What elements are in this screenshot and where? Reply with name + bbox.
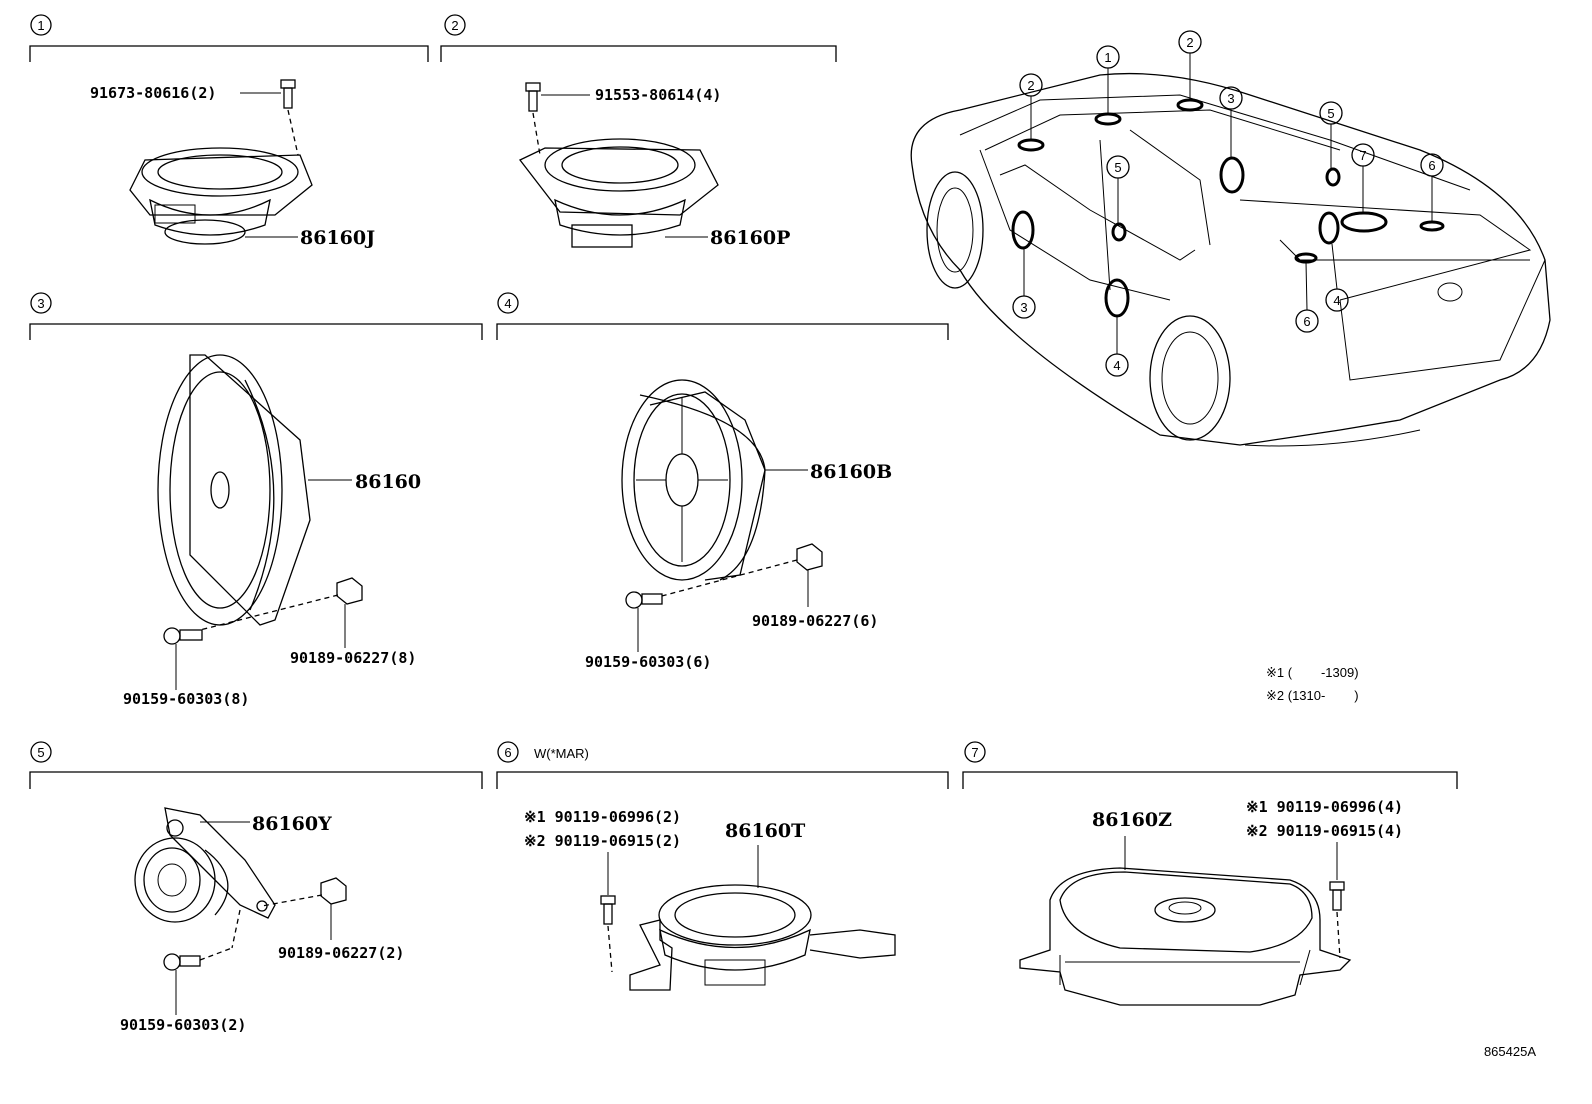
car-callout: 6 — [1420, 153, 1444, 222]
section-4-number: 4 — [504, 296, 511, 311]
section-7-number: 7 — [971, 745, 978, 760]
car-callout: 4 — [1105, 316, 1129, 377]
car-callout: 3 — [1219, 86, 1243, 158]
speaker-86160T-icon — [629, 884, 896, 991]
bolt-icon — [600, 895, 616, 925]
screw-icon — [163, 953, 201, 971]
svg-text:2: 2 — [1027, 78, 1034, 93]
car-callout: 7 — [1351, 143, 1375, 213]
car-callout: 4 — [1325, 243, 1349, 312]
part-number-nut: 90189-06227(6) — [752, 612, 878, 630]
screw-icon — [625, 591, 663, 609]
svg-text:2: 2 — [1186, 35, 1193, 50]
clip-nut-icon — [796, 543, 823, 571]
section-2-number: 2 — [451, 18, 458, 33]
section-1-number: 1 — [37, 18, 44, 33]
svg-text:5: 5 — [1114, 160, 1121, 175]
part-number-bolt: 91673-80616(2) — [90, 84, 216, 102]
part-number-main: 86160B — [810, 461, 892, 483]
part-number-screw: 90159-60303(8) — [123, 690, 249, 708]
section-6: 6 W(*MAR) ※1 90119-06996(2) ※2 90119-069… — [496, 741, 949, 991]
car-icon — [910, 72, 1551, 447]
note-1: ※1 ( -1309) — [1266, 665, 1359, 680]
car-callout: 5 — [1106, 155, 1130, 224]
svg-text:4: 4 — [1333, 293, 1340, 308]
section-2: 2 91553-80614(4) 86160P — [440, 14, 837, 249]
tweeter-86160Y-icon — [134, 807, 276, 923]
svg-text:3: 3 — [1227, 91, 1234, 106]
part-number-main: 86160P — [710, 227, 790, 249]
speaker-86160J-icon — [129, 147, 313, 245]
bolt-icon — [1329, 881, 1345, 911]
part-number-screw: 90159-60303(6) — [585, 653, 711, 671]
part-number-screw: 90159-60303(2) — [120, 1016, 246, 1034]
section-3: 3 86160 90189-06227(8) 90159-60303(8) — [29, 292, 483, 708]
svg-text:1: 1 — [1104, 50, 1111, 65]
bolt-icon — [280, 79, 296, 109]
car-callout: 6 — [1295, 261, 1319, 333]
car-callout: 2 — [1019, 73, 1043, 140]
svg-text:4: 4 — [1113, 358, 1120, 373]
svg-text:3: 3 — [1020, 300, 1027, 315]
clip-nut-icon — [320, 877, 347, 905]
part-number-main: 86160Y — [252, 813, 332, 835]
part-number-main: 86160Z — [1092, 809, 1172, 831]
svg-text:7: 7 — [1359, 148, 1366, 163]
part-number-bolt-2: ※2 90119-06915(4) — [1246, 822, 1403, 840]
svg-text:5: 5 — [1327, 106, 1334, 121]
part-number-main: 86160 — [355, 471, 421, 493]
speaker-86160B-icon — [621, 379, 766, 581]
diagram-id: 865425A — [1484, 1044, 1536, 1059]
car-callout: 1 — [1096, 45, 1120, 114]
svg-text:6: 6 — [1428, 158, 1435, 173]
part-number-nut: 90189-06227(8) — [290, 649, 416, 667]
section-5-number: 5 — [37, 745, 44, 760]
part-number-bolt: 91553-80614(4) — [595, 86, 721, 104]
section-7: 7 86160Z ※1 90119-06996(4) ※2 90119-0691… — [962, 741, 1458, 1006]
bolt-icon — [525, 82, 541, 112]
section-5: 5 86160Y 90189-06227(2) 90159-60303(2) — [29, 741, 483, 1034]
part-number-main: 86160T — [725, 820, 805, 842]
svg-text:6: 6 — [1303, 314, 1310, 329]
car-callout: 5 — [1319, 101, 1343, 169]
subwoofer-86160Z-icon — [1019, 867, 1352, 1006]
speaker-86160-icon — [157, 354, 311, 626]
section-6-number: 6 — [504, 745, 511, 760]
section-3-number: 3 — [37, 296, 44, 311]
vehicle-overview: 2 1 2 3 5 5 7 6 — [910, 30, 1551, 447]
part-number-main: 86160J — [300, 227, 375, 249]
condition-label: W(*MAR) — [534, 746, 589, 761]
speaker-86160P-icon — [518, 138, 719, 248]
clip-nut-icon — [336, 577, 363, 605]
section-4: 4 86160B 90189-06227(6) 90159-60303(6) — [496, 292, 949, 671]
screw-icon — [163, 627, 203, 645]
car-callout: 2 — [1178, 30, 1202, 100]
note-2: ※2 (1310- ) — [1266, 688, 1359, 703]
car-callout: 3 — [1012, 248, 1036, 319]
part-number-bolt-1: ※1 90119-06996(4) — [1246, 798, 1403, 816]
part-number-nut: 90189-06227(2) — [278, 944, 404, 962]
part-number-bolt-1: ※1 90119-06996(2) — [524, 808, 681, 826]
part-number-bolt-2: ※2 90119-06915(2) — [524, 832, 681, 850]
section-1: 1 91673-80616(2) 86160J — [29, 14, 429, 249]
